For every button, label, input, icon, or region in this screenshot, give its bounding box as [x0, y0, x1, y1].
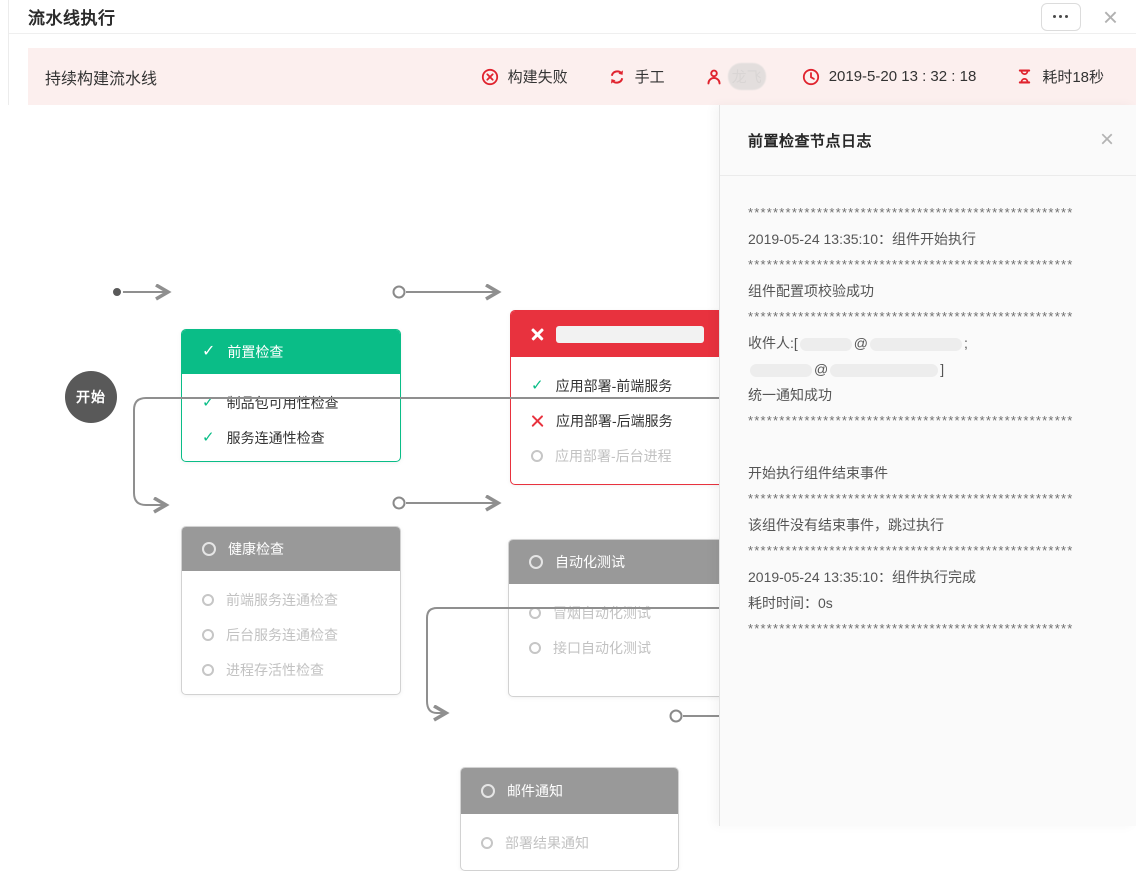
log-content[interactable]: ****************************************… — [720, 176, 1136, 830]
start-node: 开始 — [65, 371, 117, 423]
check-icon: ✓ — [531, 377, 544, 394]
log-line: 组件配置项校验成功 — [748, 283, 874, 299]
redacted-text — [870, 337, 962, 351]
log-line: 该组件没有结束事件，跳过执行 — [748, 517, 944, 533]
node-deploy-header — [511, 311, 729, 357]
page-title: 流水线执行 — [28, 9, 116, 28]
log-line: 2019-05-24 13:35:10：组件执行完成 — [748, 569, 976, 585]
node-item[interactable]: ✓ 应用部署-前端服务 — [531, 377, 673, 394]
pending-circle-icon — [529, 555, 543, 569]
executor-name: 龙飞 — [727, 63, 766, 90]
build-duration: 耗时18秒 — [1016, 66, 1104, 87]
pending-circle-icon — [481, 836, 493, 849]
node-item[interactable]: ✓ 服务连通性检查 — [202, 429, 325, 446]
log-panel-title: 前置检查节点日志 — [748, 132, 873, 150]
log-line: 收件人:[@; — [748, 335, 968, 351]
refresh-icon — [608, 68, 626, 86]
build-result: 构建失败 — [481, 66, 568, 87]
window-titlebar: 流水线执行 × — [9, 0, 1136, 34]
censored-node-title — [556, 325, 704, 343]
log-separator: ****************************************… — [748, 257, 1074, 272]
node-title: 健康检查 — [228, 541, 284, 557]
executor: 龙飞 — [705, 63, 766, 90]
node-item[interactable]: 进程存活性检查 — [182, 652, 400, 687]
log-separator: ****************************************… — [748, 309, 1074, 324]
log-line: @] — [748, 356, 1118, 382]
check-icon: ✓ — [202, 394, 215, 411]
build-time-label: 2019-5-20 13 : 32 : 18 — [828, 68, 977, 85]
node-precheck-header: ✓ 前置检查 — [182, 330, 400, 374]
pipeline-canvas: 开始 ✓ 前置检查 ✓ 制品包可用性检查 ✓ 服务连通性检查 ✓ 应用部署-前 — [0, 105, 730, 871]
more-button[interactable] — [1040, 2, 1081, 31]
node-item[interactable]: 应用部署-后端服务 — [511, 403, 729, 438]
node-deploy-failed[interactable]: ✓ 应用部署-前端服务 应用部署-后端服务 应用部署-后台进程 — [510, 310, 730, 485]
trigger-mode-label: 手工 — [634, 69, 665, 86]
node-precheck[interactable]: ✓ 前置检查 ✓ 制品包可用性检查 ✓ 服务连通性检查 — [181, 329, 401, 462]
node-title: 自动化测试 — [555, 554, 625, 570]
pending-circle-icon — [202, 628, 214, 641]
pending-circle-icon — [481, 784, 495, 798]
log-separator: ****************************************… — [748, 491, 1074, 506]
node-item[interactable]: ✓ 制品包可用性检查 — [202, 394, 339, 411]
node-mail-header: 邮件通知 — [461, 768, 678, 814]
node-title: 邮件通知 — [507, 783, 563, 799]
pipeline-name: 持续构建流水线 — [45, 70, 158, 88]
ellipsis-icon — [1053, 15, 1057, 18]
log-separator: ****************************************… — [748, 621, 1074, 636]
censor-blob — [727, 63, 766, 90]
log-line: 统一通知成功 — [748, 387, 832, 403]
cross-icon — [531, 328, 544, 341]
node-health-check[interactable]: 健康检查 前端服务连通检查 后台服务连通检查 进程存活性检查 — [181, 526, 401, 695]
log-panel: 前置检查节点日志 × *****************************… — [719, 105, 1136, 826]
log-separator: ****************************************… — [748, 205, 1074, 220]
check-icon: ✓ — [202, 429, 215, 446]
cross-icon — [531, 414, 544, 427]
log-line: 耗时时间：0s — [748, 595, 833, 611]
clock-icon — [802, 68, 820, 86]
log-separator: ****************************************… — [748, 543, 1074, 558]
build-result-label: 构建失败 — [507, 69, 568, 86]
pending-circle-icon — [529, 641, 541, 654]
pending-circle-icon — [202, 593, 214, 606]
redacted-text — [830, 363, 939, 377]
build-time: 2019-5-20 13 : 32 : 18 — [802, 68, 977, 86]
log-line: 2019-05-24 13:35:10：组件开始执行 — [748, 231, 976, 247]
node-item[interactable]: 前端服务连通检查 — [182, 582, 400, 617]
circle-x-icon — [481, 68, 499, 86]
node-item[interactable]: 部署结果通知 — [461, 825, 678, 860]
node-item[interactable]: 后台服务连通检查 — [182, 617, 400, 652]
log-line — [748, 434, 1118, 460]
check-icon: ✓ — [202, 343, 216, 360]
build-status-bar: 持续构建流水线 构建失败 手工 — [28, 48, 1136, 105]
log-separator: ****************************************… — [748, 413, 1074, 428]
log-line: 开始执行组件结束事件 — [748, 465, 888, 481]
node-title: 前置检查 — [227, 344, 284, 360]
node-item[interactable]: 接口自动化测试 — [509, 630, 727, 665]
node-autotest-header: 自动化测试 — [509, 540, 727, 584]
node-item[interactable]: 冒烟自动化测试 — [509, 595, 727, 630]
status-items: 构建失败 手工 龙飞 — [481, 63, 1136, 90]
hourglass-icon — [1016, 68, 1033, 85]
pending-circle-icon — [202, 542, 216, 556]
node-mail-notify[interactable]: 邮件通知 部署结果通知 — [460, 767, 679, 871]
node-item[interactable]: 应用部署-后台进程 — [511, 438, 729, 473]
node-health-header: 健康检查 — [182, 527, 400, 571]
trigger-mode: 手工 — [608, 66, 665, 87]
titlebar-actions: × — [1040, 1, 1136, 32]
pending-circle-icon — [531, 449, 543, 462]
node-autotest[interactable]: 自动化测试 冒烟自动化测试 接口自动化测试 — [508, 539, 728, 697]
pending-circle-icon — [529, 606, 541, 619]
window-close-icon[interactable]: × — [1102, 1, 1118, 32]
build-duration-label: 耗时18秒 — [1042, 69, 1104, 86]
pending-circle-icon — [202, 663, 214, 676]
person-icon — [705, 68, 723, 86]
log-panel-header: 前置检查节点日志 × — [720, 105, 1136, 176]
log-close-icon[interactable]: × — [1099, 126, 1114, 153]
redacted-text — [750, 363, 812, 377]
redacted-text — [799, 337, 852, 351]
